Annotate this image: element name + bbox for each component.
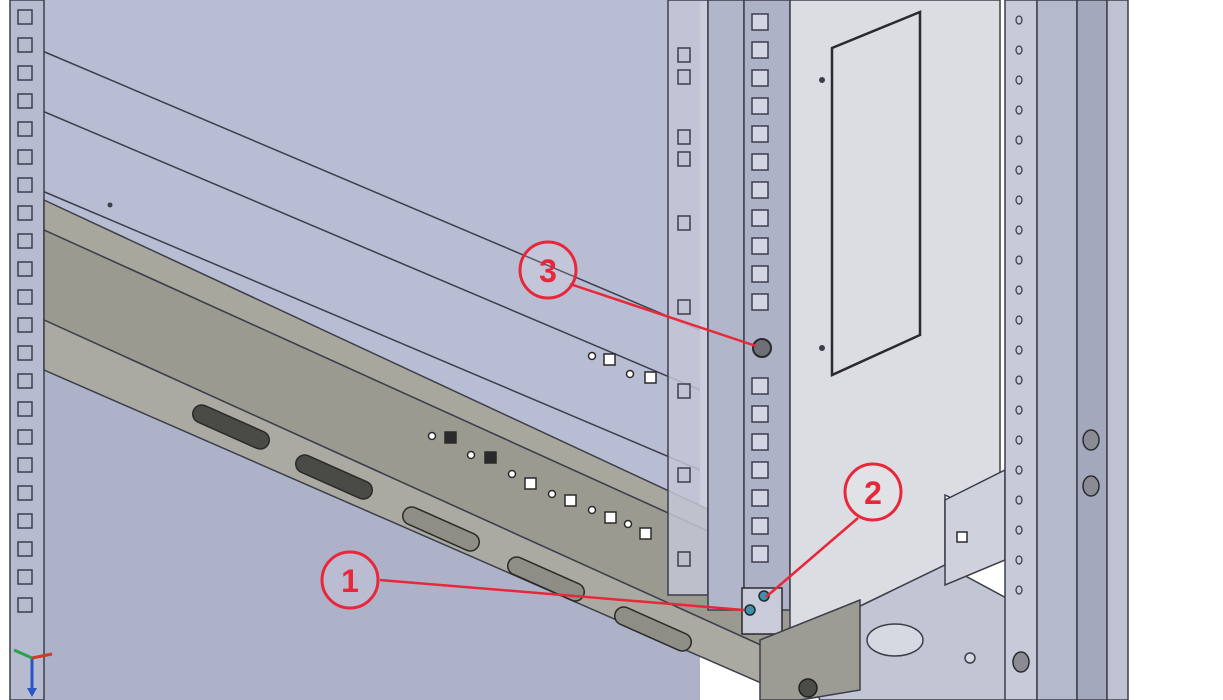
bracket-square-holes (427, 431, 652, 540)
base-hole (866, 623, 924, 657)
panel-square-holes (587, 351, 657, 384)
bracket-slots (192, 404, 692, 652)
callout-line-1 (379, 578, 745, 612)
callout-line-3 (569, 282, 757, 348)
right-rail-holes (1015, 15, 1023, 595)
panel-dot (107, 202, 113, 208)
panel-line (39, 109, 701, 391)
vertical-rail-inner (707, 0, 745, 611)
right-rail-outer (1036, 0, 1078, 700)
bracket-screw-lower (744, 604, 756, 616)
right-rail-edge (1076, 0, 1108, 700)
main-column-holes (751, 13, 769, 563)
callout-3: 3 (518, 240, 578, 300)
xyz-axis-triad-icon (13, 648, 53, 697)
vertical-rail-outer (667, 0, 709, 596)
bottom-angle-plate (759, 598, 861, 700)
right-rail-bolts (1012, 429, 1100, 673)
left-rail-holes (17, 9, 33, 613)
callout-label: 2 (864, 475, 882, 511)
bottom-plate-bolt (798, 678, 818, 698)
callout-line-2 (765, 517, 859, 598)
corner-bracket-hole (956, 531, 968, 543)
callout-label: 3 (539, 253, 557, 289)
cabinet-dot (819, 345, 825, 351)
right-rail-flange (1106, 0, 1129, 700)
callout-label: 1 (341, 563, 359, 599)
rail-bolt (752, 338, 772, 358)
left-rail (9, 0, 45, 700)
cabinet-cutout (830, 10, 922, 377)
right-rail-inner (1004, 0, 1038, 700)
cabinet-dot (819, 77, 825, 83)
callout-2: 2 (843, 462, 903, 522)
vertical-rail-slots (677, 47, 691, 567)
bottom-bracket-flange (43, 318, 863, 700)
rear-panel (40, 0, 700, 520)
panel-line (39, 49, 701, 331)
base-hole-small (964, 652, 976, 664)
panel-line (39, 189, 701, 471)
callout-1: 1 (320, 550, 380, 610)
